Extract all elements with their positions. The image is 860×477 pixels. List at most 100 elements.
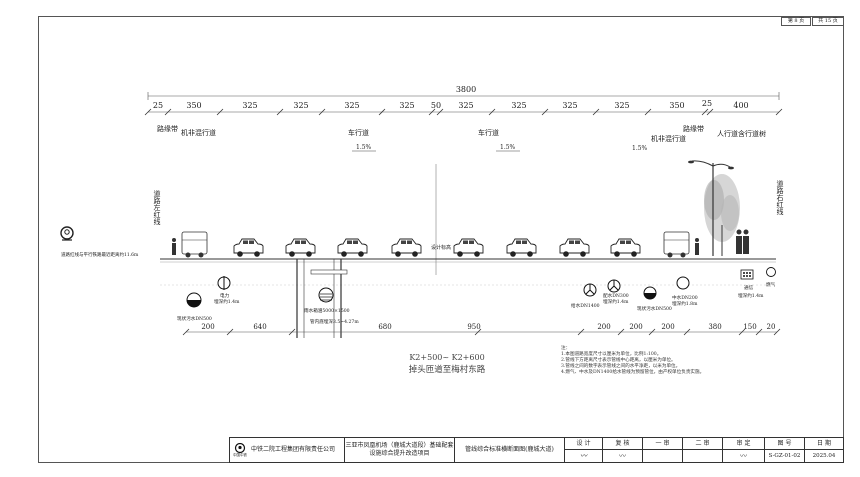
page-number: 第 8 页 (781, 17, 811, 26)
segment-name: 掉头匝道至梅村东路 (408, 365, 486, 375)
centerline-label: 设计标高 (431, 244, 451, 251)
station-range: K2+500~ K2+600 (409, 353, 485, 362)
dimension-tick (701, 108, 709, 116)
note-line: 3.管线之间的数字表示管线之间的水平净距，以米为单位。 (561, 364, 681, 370)
car-icon (337, 238, 368, 257)
drawing-title: 管线综合标准横断面图(鹿城大道) (465, 446, 554, 453)
date-label: 日 期 (805, 438, 843, 450)
seg-dim-13: 400 (733, 101, 748, 110)
bot-dim-8: 150 (743, 323, 756, 331)
page-total: 共 15 页 (812, 17, 844, 26)
bot-dim-4: 200 (597, 323, 610, 331)
pipe-distribution-water-depth: 埋深约1.4m (603, 298, 629, 305)
pipe-reclaimed-water: 中水DN200 (672, 294, 698, 301)
check-cell: 复 核 〰 (603, 438, 643, 462)
review2-label: 二 审 (683, 438, 722, 450)
gas-pipe-icon (766, 267, 776, 277)
note-line: 4.燃气、中水及DN1400给水管线为预留管位，由产权单位负责实施。 (561, 370, 705, 376)
car-icon (233, 238, 264, 257)
bot-dim-7: 380 (708, 323, 721, 331)
pipe-rain-culvert-depth: 管内底埋深3.5~4.27m (310, 318, 359, 325)
project-cell: 三亚市凤凰机场（鹿城大道段）基础配套 设施综合提升改造项目 (345, 438, 455, 462)
reclaimed-water-pipe-icon (676, 276, 690, 290)
pedestrian-icon (172, 238, 176, 255)
dimension-tick (288, 328, 296, 336)
seg-dim-8: 325 (511, 101, 526, 110)
street-lamp-icon (688, 160, 734, 256)
seg-dim-4: 325 (344, 101, 359, 110)
dimension-tick (182, 328, 190, 336)
dimension-tick (648, 328, 656, 336)
label-sidewalk: 人行道含行道树 (717, 129, 766, 138)
drawing-no: S-GZ-01-02 (768, 453, 801, 459)
drawing-no-cell: 图 号 S-GZ-01-02 (765, 438, 805, 462)
approve-cell: 审 定 〰 (723, 438, 765, 462)
bot-dim-9: 20 (767, 323, 776, 331)
dimension-tick (617, 328, 625, 336)
dimension-tick (775, 108, 783, 116)
slope-right-mixed: 1.5% (632, 145, 648, 152)
bus-icon (181, 231, 208, 258)
car-icon (391, 238, 422, 257)
seg-dim-1: 350 (186, 101, 201, 110)
dimension-tick (226, 328, 234, 336)
dimension-tick (144, 108, 152, 116)
pipe-telecom: 通信 (744, 284, 754, 291)
dimension-tick (773, 328, 781, 336)
label-mixed-right: 机非混行道 (651, 134, 686, 143)
dimension-tick (683, 328, 691, 336)
car-icon (453, 238, 484, 257)
check-label: 复 核 (603, 438, 642, 450)
label-lane-right: 车行道 (478, 128, 499, 137)
seg-dim-0: 25 (153, 101, 163, 110)
dimension-tick (276, 108, 284, 116)
dimension-tick (436, 108, 444, 116)
note-line: 1.本图道路宽度尺寸以厘米为单位，比例1:100。 (561, 352, 662, 358)
dimension-tick (216, 108, 224, 116)
seg-dim-12: 25 (702, 99, 712, 108)
label-lane-left: 车行道 (348, 128, 369, 137)
bot-dim-2: 680 (378, 323, 391, 331)
seg-dim-11: 350 (669, 101, 684, 110)
dimension-tick (541, 108, 549, 116)
slope-right-lane: 1.5% (500, 144, 516, 151)
company-cell: 中国中铁 中铁二院工程集团有限责任公司 (230, 438, 345, 462)
pipe-sewage-right: 现状污水DN500 (637, 305, 672, 312)
date-cell: 日 期 2025.04 (805, 438, 843, 462)
company-logo: 中国中铁 (233, 443, 247, 457)
pipe-distribution-water: 配水DN300 (603, 292, 629, 299)
bot-dim-1: 640 (253, 323, 266, 331)
water-supply-pipe-icon (583, 283, 597, 297)
dimension-tick (592, 108, 600, 116)
note-line: 2.管线下方距离尺寸表示管线中心距离，以厘米为单位。 (561, 358, 676, 364)
review1-label: 一 审 (643, 438, 682, 450)
redline-left-label: 道路左红线 (153, 189, 161, 225)
sewage-pipe-right-icon (643, 286, 657, 300)
dimension-tick (428, 108, 436, 116)
sewage-pipe-left-icon (186, 292, 202, 308)
pipe-water-supply: 给水DN1400 (571, 302, 600, 309)
bot-dim-3: 950 (467, 323, 480, 331)
dimension-tick (644, 108, 652, 116)
car-icon (559, 238, 590, 257)
bus-icon (663, 231, 690, 258)
railway-icon (60, 226, 74, 241)
seg-dim-9: 325 (562, 101, 577, 110)
dimension-tick (378, 108, 386, 116)
dimension-tick (318, 108, 326, 116)
dimension-tick (164, 108, 172, 116)
dimension-tick (738, 328, 746, 336)
pipe-reclaimed-water-depth: 埋深约1.8m (672, 300, 698, 307)
redline-right-label: 道路右红线 (776, 179, 784, 215)
dimension-tick (488, 108, 496, 116)
pedestrian-icon (743, 229, 749, 254)
pipe-sewage-left: 现状污水DN500 (177, 315, 212, 322)
approve-label: 审 定 (723, 438, 764, 450)
dimension-tick (755, 328, 763, 336)
dimension-tick (706, 108, 714, 116)
check-signature: 〰 (619, 452, 626, 460)
bottom-dimension-ticks (182, 328, 781, 336)
note-line: 注： (561, 346, 571, 351)
bot-dim-0: 200 (201, 323, 214, 331)
